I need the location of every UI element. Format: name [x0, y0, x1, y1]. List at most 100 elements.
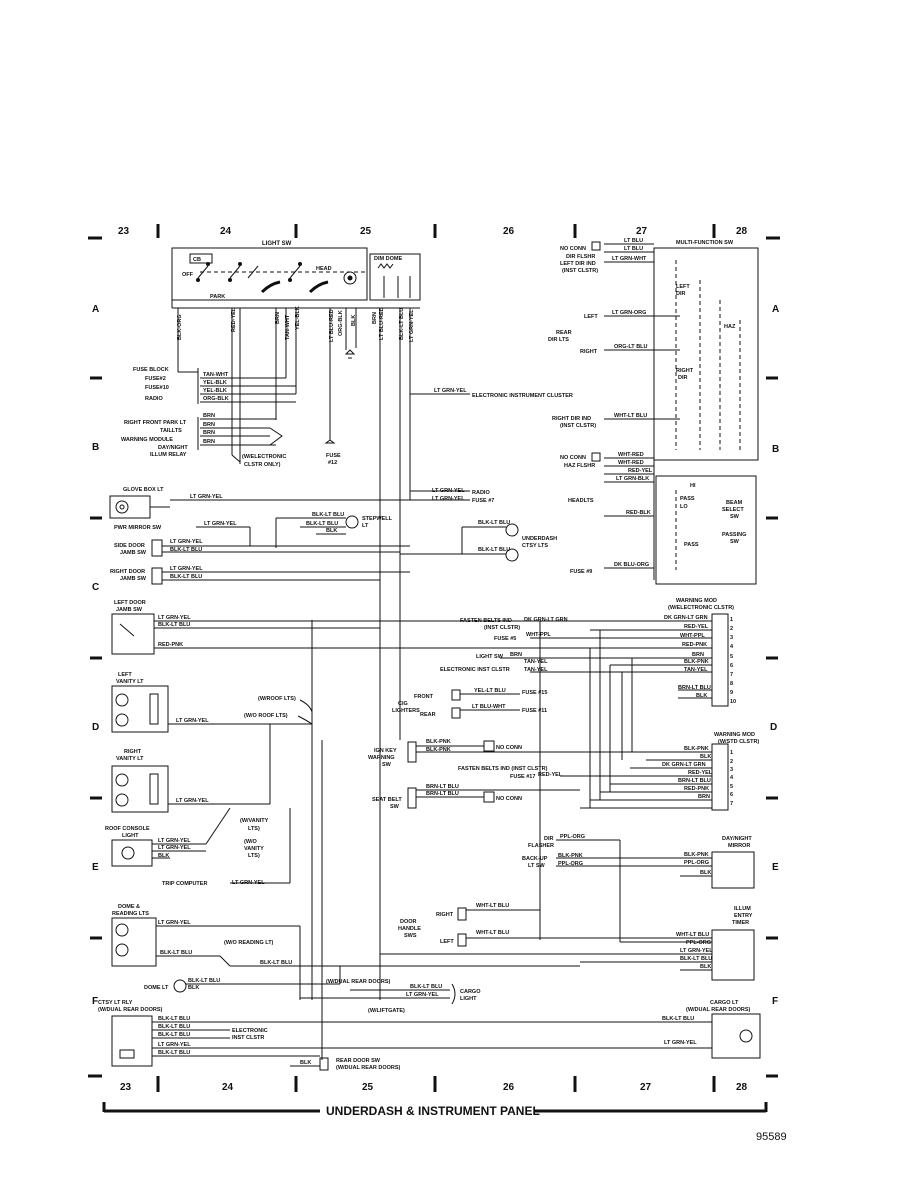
svg-text:DK GRN-LT GRN: DK GRN-LT GRN [524, 617, 568, 623]
svg-text:BRN: BRN [692, 652, 704, 658]
svg-text:(W/O: (W/O [244, 839, 258, 845]
svg-text:LT GRN-YEL: LT GRN-YEL [170, 566, 203, 572]
svg-text:LIGHT: LIGHT [460, 996, 477, 1002]
svg-text:WHT-RED: WHT-RED [618, 460, 644, 466]
svg-text:BLK: BLK [696, 693, 707, 699]
svg-text:BLK: BLK [700, 964, 711, 970]
svg-text:E: E [92, 862, 99, 873]
svg-text:5: 5 [730, 784, 733, 790]
svg-text:REAR DOOR SW: REAR DOOR SW [336, 1058, 381, 1064]
svg-text:PARK: PARK [210, 294, 225, 300]
svg-text:LT SW: LT SW [528, 863, 546, 869]
figure-number: 95589 [756, 1131, 787, 1143]
right-vanity-lamp [111, 724, 271, 813]
svg-text:LT BLU-RED: LT BLU-RED [329, 309, 335, 342]
svg-text:(INST CLSTR): (INST CLSTR) [484, 625, 520, 631]
svg-text:LT GRN-WHT: LT GRN-WHT [612, 256, 647, 262]
svg-text:ORG-BLK: ORG-BLK [338, 310, 344, 336]
svg-text:10: 10 [730, 699, 736, 705]
svg-text:FUSE #5: FUSE #5 [494, 636, 516, 642]
svg-text:TAN-YEL: TAN-YEL [684, 667, 708, 673]
svg-text:LT GRN-YEL: LT GRN-YEL [664, 1040, 697, 1046]
svg-text:9: 9 [730, 690, 733, 696]
svg-text:DIR: DIR [678, 375, 688, 381]
svg-text:WHT-PPL: WHT-PPL [526, 632, 551, 638]
ground-symbol [344, 349, 356, 359]
svg-text:YEL-BLK: YEL-BLK [203, 388, 227, 394]
cargo-light [299, 926, 456, 1005]
svg-text:LT GRN-YEL: LT GRN-YEL [432, 496, 465, 502]
svg-text:BLK-LT BLU: BLK-LT BLU [399, 308, 405, 340]
svg-text:VANITY: VANITY [244, 846, 264, 852]
svg-text:MIRROR: MIRROR [728, 843, 750, 849]
svg-text:LT GRN-YEL: LT GRN-YEL [190, 494, 223, 500]
svg-text:BRN: BRN [203, 413, 215, 419]
svg-text:8: 8 [730, 681, 733, 687]
svg-text:DIM DOME: DIM DOME [374, 256, 402, 262]
left-door-jamb-switch [111, 613, 590, 655]
svg-text:DIR FLSHR: DIR FLSHR [566, 254, 595, 260]
svg-text:4: 4 [730, 775, 734, 781]
svg-text:FUSE #17: FUSE #17 [510, 774, 535, 780]
svg-text:READING LTS: READING LTS [112, 911, 149, 917]
svg-text:LT: LT [362, 523, 369, 529]
svg-text:FUSE #11: FUSE #11 [522, 708, 547, 714]
svg-text:BLK: BLK [158, 853, 169, 859]
svg-text:LEFT: LEFT [584, 314, 598, 320]
svg-text:3: 3 [730, 635, 733, 641]
svg-text:ROOF CONSOLE: ROOF CONSOLE [105, 826, 150, 832]
no-conn-box [591, 452, 601, 462]
svg-text:1: 1 [730, 750, 733, 756]
svg-text:LT BLU-RED: LT BLU-RED [379, 307, 385, 340]
zone-label: 24 [222, 1082, 234, 1093]
ignition-key-warning-switch [407, 740, 712, 763]
svg-text:GLOVE BOX LT: GLOVE BOX LT [123, 487, 164, 493]
svg-text:BLK: BLK [700, 754, 711, 760]
svg-text:BLK-PNK: BLK-PNK [426, 739, 451, 745]
zone-label: 26 [503, 226, 515, 237]
svg-text:CIG: CIG [398, 701, 408, 707]
svg-text:5: 5 [730, 654, 733, 660]
svg-text:RED-PNK: RED-PNK [684, 786, 709, 792]
svg-text:BLK-LT BLU: BLK-LT BLU [260, 960, 292, 966]
svg-text:WARNING MODULE: WARNING MODULE [121, 437, 173, 443]
svg-text:LT BLU-WHT: LT BLU-WHT [472, 704, 506, 710]
svg-text:SW: SW [730, 514, 740, 520]
svg-text:BLK-ORG: BLK-ORG [177, 314, 183, 340]
svg-text:SEAT BELT: SEAT BELT [372, 797, 402, 803]
svg-text:PASSING: PASSING [722, 532, 746, 538]
svg-text:LEFT DOOR: LEFT DOOR [114, 600, 146, 606]
svg-text:LIGHT: LIGHT [122, 833, 139, 839]
svg-text:RED-YEL: RED-YEL [231, 307, 237, 332]
svg-text:(W/ELECTRONIC CLSTR): (W/ELECTRONIC CLSTR) [668, 605, 734, 611]
svg-text:BRN: BRN [698, 794, 710, 800]
svg-text:A: A [92, 304, 99, 315]
svg-text:RIGHT: RIGHT [124, 749, 142, 755]
svg-text:HEAD: HEAD [316, 266, 332, 272]
warning-module-standard [560, 743, 729, 811]
dome-reading-lights [111, 917, 580, 993]
svg-text:DIR LTS: DIR LTS [548, 337, 569, 343]
no-conn-box [591, 241, 601, 251]
svg-text:(INST CLSTR): (INST CLSTR) [562, 268, 598, 274]
svg-text:3: 3 [730, 767, 733, 773]
door-jamb-switches [151, 526, 410, 585]
svg-text:CARGO: CARGO [460, 989, 481, 995]
svg-text:ORG-BLK: ORG-BLK [203, 396, 229, 402]
svg-text:(W/ELECTRONIC: (W/ELECTRONIC [242, 454, 286, 460]
svg-text:WHT-LT BLU: WHT-LT BLU [476, 903, 509, 909]
svg-text:ELECTRONIC INST CLSTR: ELECTRONIC INST CLSTR [440, 667, 510, 673]
svg-text:(INST CLSTR): (INST CLSTR) [560, 423, 596, 429]
svg-text:LO: LO [680, 504, 688, 510]
svg-text:7: 7 [730, 672, 733, 678]
svg-text:NO CONN: NO CONN [560, 455, 586, 461]
svg-text:PASS: PASS [680, 496, 695, 502]
svg-text:DK GRN-LT GRN: DK GRN-LT GRN [664, 615, 708, 621]
svg-text:B: B [92, 442, 99, 453]
multi-function-switch [604, 243, 759, 585]
svg-text:IGN KEY: IGN KEY [374, 748, 397, 754]
svg-text:#12: #12 [328, 460, 337, 466]
svg-text:LT GRN-BLK: LT GRN-BLK [616, 476, 649, 482]
svg-text:BLK-LT BLU: BLK-LT BLU [478, 520, 510, 526]
zone-labels-top: 23 24 25 26 27 28 [118, 226, 748, 237]
